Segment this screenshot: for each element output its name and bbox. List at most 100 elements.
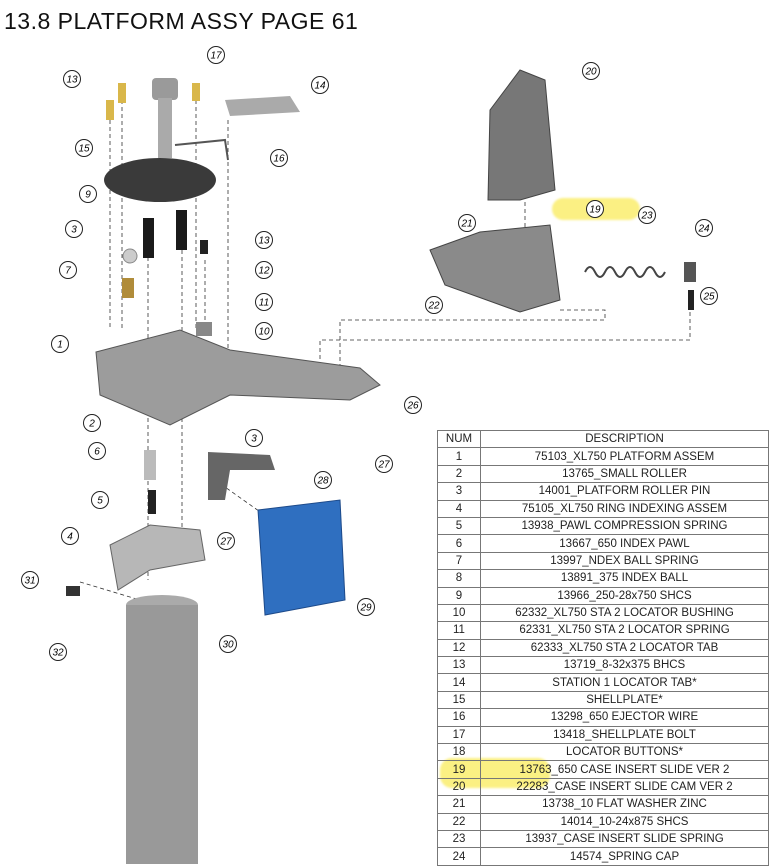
callout-11: 11: [255, 293, 273, 311]
callout-10: 10: [255, 322, 273, 340]
column: [126, 605, 198, 864]
callout-circle: [65, 220, 83, 238]
callout-7: 7: [59, 261, 77, 279]
callout-circle: [586, 200, 604, 218]
callout-circle: [59, 261, 77, 279]
callout-number: 31: [24, 576, 35, 587]
callout-21: 21: [458, 214, 476, 232]
callout-20: 20: [582, 62, 600, 80]
callout-circle: [255, 293, 273, 311]
row-num: 23: [437, 829, 481, 849]
callout-circle: [79, 185, 97, 203]
callout-22: 22: [425, 296, 443, 314]
row-description: 13937_CASE INSERT SLIDE SPRING: [480, 829, 769, 849]
callout-circle: [314, 471, 332, 489]
callout-circle: [404, 396, 422, 414]
callout-number: 11: [259, 298, 269, 309]
row-description: 13667_650 INDEX PAWL: [480, 534, 769, 553]
row-num: 21: [437, 795, 481, 814]
callout-31: 31: [21, 571, 39, 589]
callout-circle: [255, 322, 273, 340]
callout-9: 9: [79, 185, 97, 203]
row-description: 13765_SMALL ROLLER: [480, 464, 769, 484]
callout-circle: [91, 491, 109, 509]
row-num: 1: [437, 447, 481, 466]
callout-circle: [219, 635, 237, 653]
callout-14: 14: [311, 76, 329, 94]
callout-number: 27: [377, 460, 390, 471]
row-description: 14014_10-24x875 SHCS: [480, 812, 769, 831]
row-num: 13: [437, 656, 481, 675]
callout-27: 27: [217, 532, 235, 550]
callout-number: 32: [52, 648, 64, 659]
callout-circle: [255, 231, 273, 249]
callout-2: 2: [83, 414, 101, 432]
callout-circle: [51, 335, 69, 353]
row-num: 2: [437, 464, 481, 484]
callout-number: 24: [697, 224, 710, 235]
row-description: 75103_XL750 PLATFORM ASSEM: [480, 447, 769, 466]
callout-16: 16: [270, 149, 288, 167]
callout-circle: [245, 429, 263, 447]
row-num: 4: [437, 499, 481, 518]
row-description: 62333_XL750 STA 2 LOCATOR TAB: [480, 638, 769, 658]
row-description: 13997_NDEX BALL SPRING: [480, 551, 769, 571]
header-num: NUM: [437, 429, 481, 449]
callout-12: 12: [255, 261, 273, 279]
row-num: 3: [437, 482, 481, 501]
callout-circle: [63, 70, 81, 88]
callout-number: 7: [65, 266, 71, 277]
callout-circle: [61, 527, 79, 545]
callout-5: 5: [91, 491, 109, 509]
row-description: 13966_250-28x750 SHCS: [480, 586, 769, 605]
callout-28: 28: [314, 471, 332, 489]
row-num: 22: [437, 812, 481, 831]
row-num: 11: [437, 621, 481, 640]
callout-circle: [217, 532, 235, 550]
callout-number: 12: [258, 266, 270, 277]
row-description: 13938_PAWL COMPRESSION SPRING: [480, 516, 769, 536]
callout-4: 4: [61, 527, 79, 545]
callout-17: 17: [207, 46, 225, 64]
callout-number: 26: [406, 401, 419, 412]
callout-circle: [582, 62, 600, 80]
row-num: 9: [437, 586, 481, 605]
callout-13: 13: [63, 70, 81, 88]
callout-number: 23: [640, 211, 653, 222]
row-num: 15: [437, 690, 481, 710]
callout-number: 1: [57, 340, 63, 351]
callout-number: 2: [88, 419, 95, 430]
callout-circle: [311, 76, 329, 94]
shellplate-bolt: [152, 78, 178, 100]
callout-number: 4: [67, 532, 73, 543]
callout-number: 17: [210, 51, 222, 62]
callout-circle: [21, 571, 39, 589]
callout-3: 3: [245, 429, 263, 447]
row-num: 6: [437, 534, 481, 553]
case-insert-slide: [429, 224, 561, 313]
header-description: DESCRIPTION: [480, 429, 769, 449]
row-num: 17: [437, 725, 481, 745]
callout-number: 3: [71, 225, 77, 236]
callout-number: 21: [460, 219, 472, 230]
callout-32: 32: [49, 643, 67, 661]
row-description: 75105_XL750 RING INDEXING ASSEM: [480, 499, 769, 518]
platform: [95, 329, 381, 426]
